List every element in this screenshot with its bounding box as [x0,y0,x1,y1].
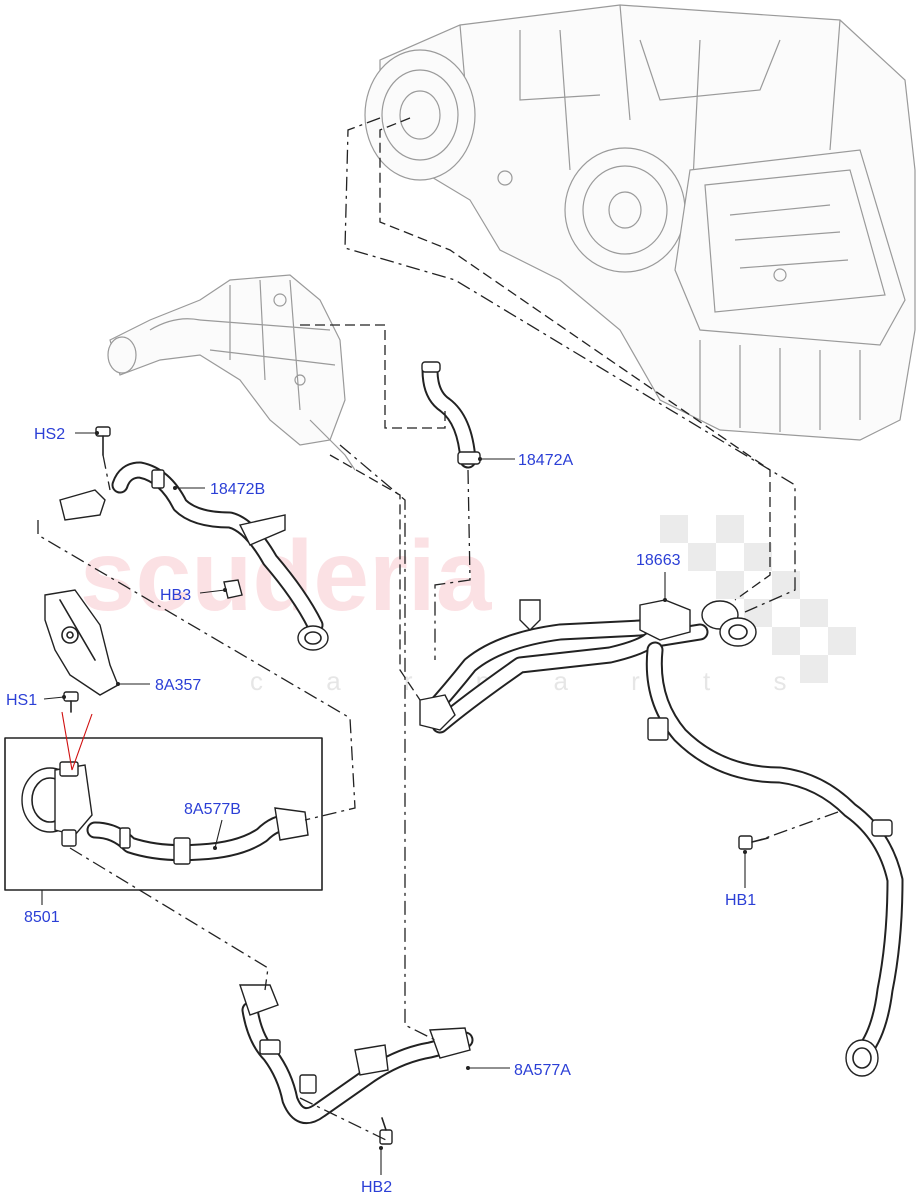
hose-8a577b [86,807,309,865]
label-18472b: 18472B [210,481,265,498]
leader-lines [41,431,747,1175]
watermark: scuderia c a r p a r t s [80,515,856,696]
label-8a577b: 8A577B [184,801,241,818]
connection-lines [37,117,839,1141]
pipe-8a577a [239,984,474,1125]
label-hs1: HS1 [6,692,37,709]
label-18472a: 18472A [518,452,573,469]
highlight-leader [61,711,93,771]
fastener-hb1 [738,835,769,850]
fastener-hb3 [223,579,243,599]
callout-labels: HS2 18472B 18472A 18663 HB3 8A357 HS1 8A… [6,426,756,1196]
hose-18472b [59,461,329,651]
label-8a577a: 8A577A [514,1062,571,1079]
label-hs2: HS2 [34,426,65,443]
heater-valve-assembly [107,274,356,471]
label-hb1: HB1 [725,892,756,909]
label-18663: 18663 [636,552,681,569]
label-8a357: 8A357 [155,677,201,694]
bracket-8a357 [44,589,119,696]
hvac-housing [364,4,916,441]
fastener-hs1 [63,691,79,713]
label-hb3: HB3 [160,587,191,604]
label-hb2: HB2 [361,1179,392,1196]
fastener-hb2 [379,1117,393,1145]
label-8501: 8501 [24,909,60,926]
watermark-checker-flag [660,515,856,683]
hose-18472a [421,361,481,469]
fastener-hs2 [95,426,111,456]
pump-8501 [4,737,323,891]
pipe-assembly-18663 [419,599,904,1077]
